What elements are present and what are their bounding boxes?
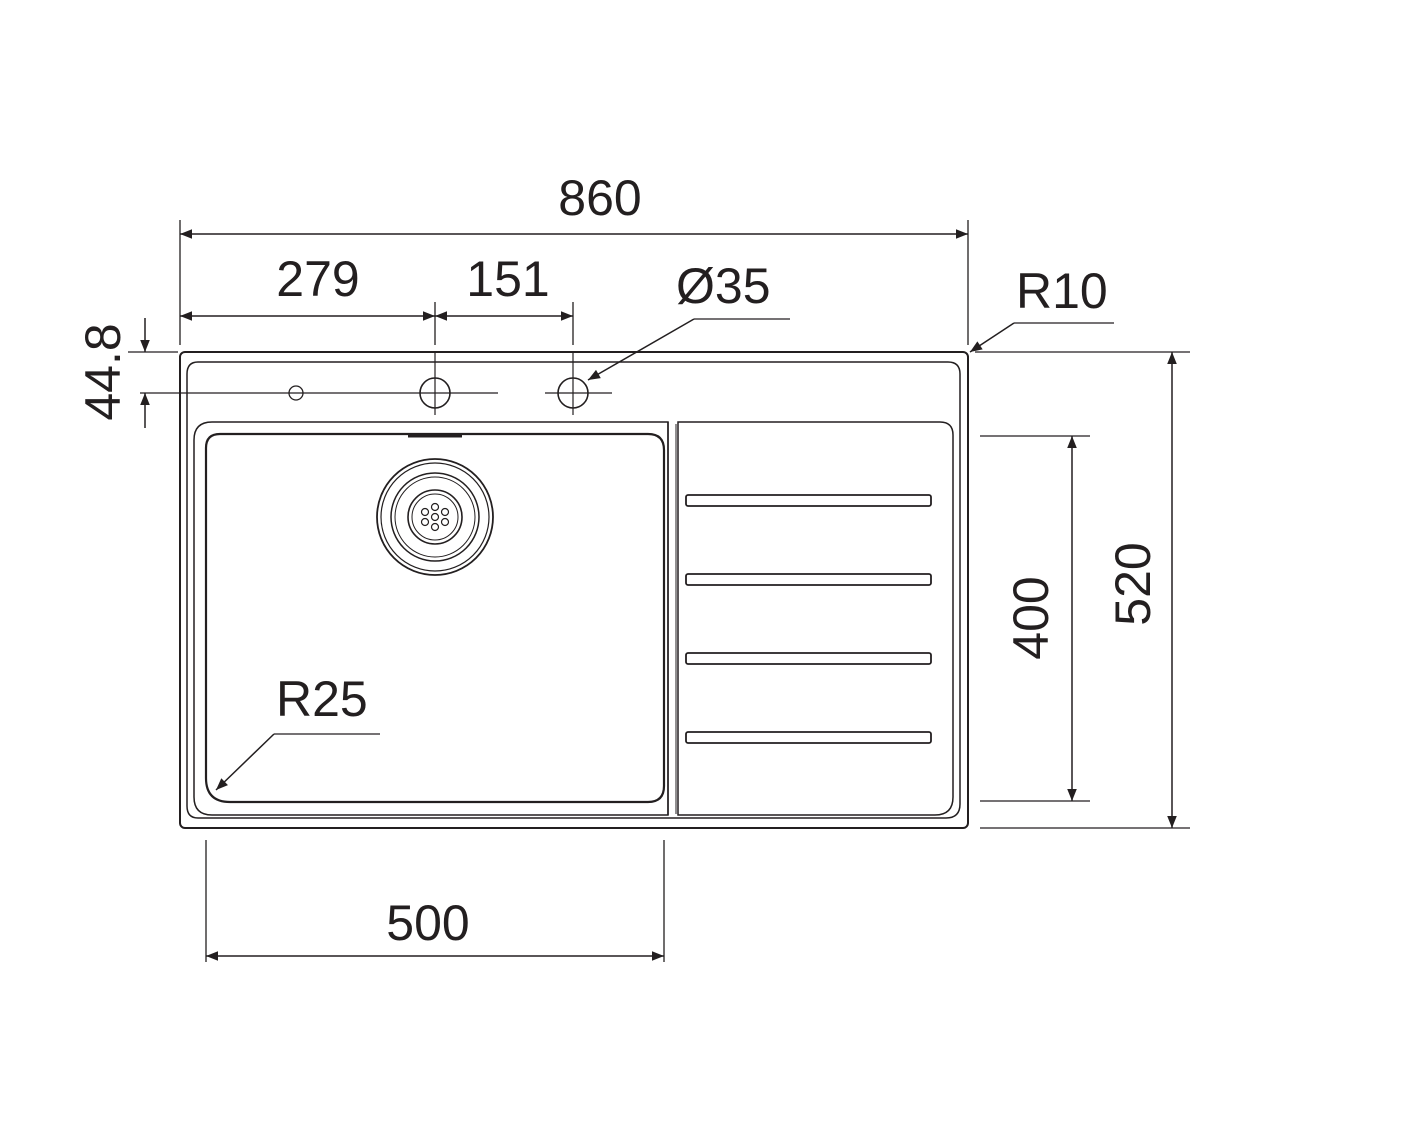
drainer-groove bbox=[685, 731, 932, 744]
dim-label-400: 400 bbox=[1003, 576, 1059, 659]
dim-label-r10: R10 bbox=[1016, 263, 1108, 319]
dim-hole-positions bbox=[180, 302, 574, 345]
sink-outline bbox=[179, 351, 969, 829]
drainer-groove bbox=[685, 573, 932, 586]
dim-bowl-depth bbox=[980, 435, 1090, 802]
dim-label-279: 279 bbox=[276, 251, 359, 307]
dim-overall-width bbox=[179, 220, 969, 345]
drainer-groove bbox=[685, 652, 932, 665]
drain-icon bbox=[376, 458, 494, 576]
drainer-grooves bbox=[685, 494, 932, 744]
drainer-groove bbox=[685, 494, 932, 507]
leader-hole-diameter bbox=[587, 318, 790, 381]
leader-bowl-radius bbox=[215, 733, 380, 791]
dim-overall-depth bbox=[975, 351, 1190, 829]
leader-corner-radius bbox=[969, 322, 1114, 353]
dim-label-diameter-35: Ø35 bbox=[676, 258, 771, 314]
dim-label-r25: R25 bbox=[276, 671, 368, 727]
drainer-area bbox=[667, 421, 954, 816]
dim-label-520: 520 bbox=[1105, 542, 1161, 625]
sink-bowl bbox=[193, 421, 669, 816]
dim-label-860: 860 bbox=[558, 170, 641, 226]
dim-hole-row-offset bbox=[128, 318, 178, 428]
dim-label-500: 500 bbox=[386, 895, 469, 951]
tap-hole-row bbox=[140, 352, 612, 415]
dim-label-44-8: 44.8 bbox=[75, 323, 131, 420]
dim-label-151: 151 bbox=[466, 251, 549, 307]
small-hole-icon bbox=[288, 385, 304, 401]
dim-bowl-width bbox=[205, 840, 665, 962]
